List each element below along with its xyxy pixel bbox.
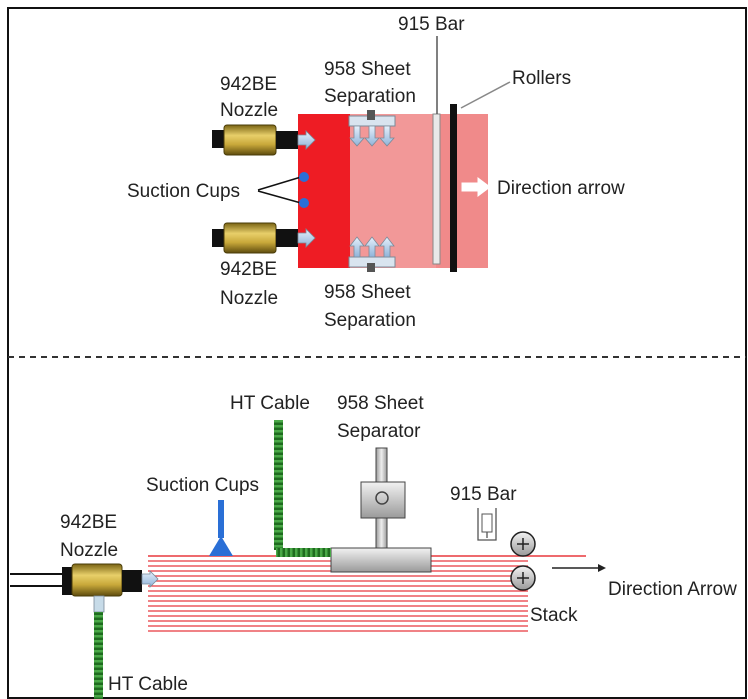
separator-label-line1: 958 Sheet <box>337 393 424 414</box>
direction-side-label: Direction Arrow <box>608 579 737 600</box>
suction-cup-side <box>209 500 233 556</box>
rollers-label: Rollers <box>512 68 571 89</box>
bar-915-side <box>477 508 497 541</box>
sheet-separation-top-line1: 958 Sheet <box>324 59 411 80</box>
suction-cup-upper <box>299 172 309 182</box>
rollers-leader <box>460 81 511 109</box>
stack-label: Stack <box>530 605 578 626</box>
nozzle-top-line2: Nozzle <box>220 100 278 121</box>
suction-cup-lower <box>299 198 309 208</box>
separator-top <box>348 110 396 147</box>
nozzle-942be-side <box>10 563 159 613</box>
nozzle-942be-bottom <box>212 222 316 254</box>
ht-cable-top-label: HT Cable <box>230 393 310 414</box>
separator-958-side <box>330 447 432 573</box>
sheet-separation-top-line2: Separation <box>324 86 416 107</box>
nozzle-bottom-line1: 942BE <box>220 259 277 280</box>
side-view: HT Cable 958 Sheet Separator Suction Cup… <box>10 393 737 699</box>
suction-leader-lower <box>257 190 302 204</box>
rollers-top <box>450 104 457 272</box>
separator-bottom <box>348 236 396 272</box>
top-view: 915 Bar Rollers 958 Sheet Separation 942… <box>127 14 625 331</box>
outer-frame <box>7 7 747 699</box>
rollers-side <box>510 531 536 591</box>
ht-cable-bottom-label: HT Cable <box>108 674 188 695</box>
direction-arrow-top <box>461 177 491 197</box>
bar-915-side-label: 915 Bar <box>450 484 517 505</box>
suction-cups-side-label: Suction Cups <box>146 475 259 496</box>
direction-top-label: Direction arrow <box>497 178 625 199</box>
separator-label-line2: Separator <box>337 421 421 442</box>
direction-arrow-side-head <box>598 564 606 572</box>
nozzle-942be-top <box>212 124 316 156</box>
nozzle-side-line2: Nozzle <box>60 540 118 561</box>
suction-cups-top-label: Suction Cups <box>127 181 240 202</box>
ht-cable-top <box>274 420 331 557</box>
sheet-separation-bottom-line2: Separation <box>324 310 416 331</box>
ht-cable-bottom <box>94 612 103 699</box>
sheet-separation-bottom-line1: 958 Sheet <box>324 282 411 303</box>
suction-leader-upper <box>257 176 302 191</box>
bar-915-label: 915 Bar <box>398 14 465 35</box>
nozzle-top-line1: 942BE <box>220 74 277 95</box>
nozzle-side-line1: 942BE <box>60 512 117 533</box>
nozzle-bottom-line2: Nozzle <box>220 288 278 309</box>
bar-915-top <box>432 113 441 265</box>
